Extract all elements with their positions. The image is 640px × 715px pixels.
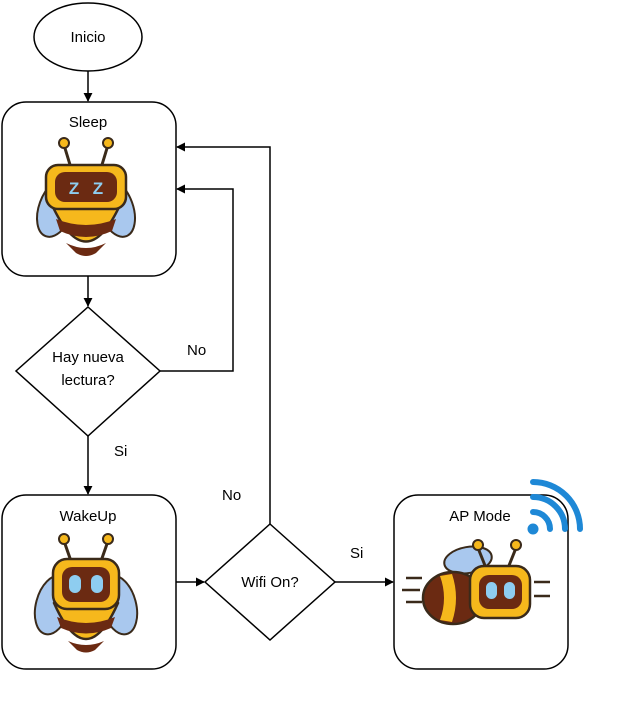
decision-reading-line2: lectura? bbox=[61, 372, 114, 389]
decision-wifi-node: Wifi On? bbox=[203, 522, 337, 642]
start-label: Inicio bbox=[70, 29, 105, 46]
edge-reading-no bbox=[160, 184, 234, 372]
wifi-icon bbox=[527, 479, 583, 535]
edge-label-reading-no: No bbox=[187, 342, 206, 359]
decision-wifi-label: Wifi On? bbox=[241, 574, 299, 591]
wakeup-label: WakeUp bbox=[60, 508, 117, 525]
decision-reading-node: Hay nueva lectura? bbox=[14, 305, 162, 438]
edge-wifi-no bbox=[176, 142, 271, 524]
edge-label-reading-yes: Si bbox=[114, 443, 127, 460]
sleep-node: Sleep bbox=[1, 101, 177, 277]
sleep-label: Sleep bbox=[69, 114, 107, 131]
decision-reading-line1: Hay nueva bbox=[52, 349, 124, 366]
ap-mode-label: AP Mode bbox=[449, 508, 510, 525]
connectors bbox=[83, 71, 394, 587]
start-node: Inicio bbox=[33, 2, 143, 72]
ap-mode-node: AP Mode bbox=[393, 479, 583, 670]
edge-label-wifi-yes: Si bbox=[350, 545, 363, 562]
wakeup-node: WakeUp bbox=[1, 494, 177, 670]
edge-label-wifi-no: No bbox=[222, 487, 241, 504]
